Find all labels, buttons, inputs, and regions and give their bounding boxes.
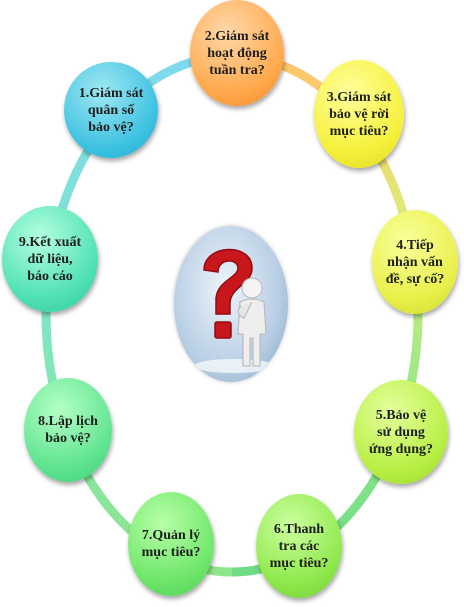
node-item-8: 8.Lập lịch bảo vệ? bbox=[24, 378, 112, 482]
node-item-3: 3.Giám sát bảo vệ rời mục tiêu? bbox=[314, 60, 404, 168]
node-label-3: 3.Giám sát bảo vệ rời mục tiêu? bbox=[326, 89, 392, 139]
node-item-7: 7.Quản lý mục tiêu? bbox=[128, 492, 214, 596]
node-item-9: 9.Kết xuất dữ liệu, báo cáo bbox=[2, 206, 98, 312]
node-label-8: 8.Lập lịch bảo vệ? bbox=[38, 414, 98, 446]
node-label-4: 4.Tiếp nhận vấn đề, sự cố? bbox=[385, 237, 445, 287]
node-label-2: 2.Giám sát hoạt động tuần tra? bbox=[204, 28, 270, 78]
node-label-9: 9.Kết xuất dữ liệu, báo cáo bbox=[18, 234, 82, 284]
node-item-2: 2.Giám sát hoạt động tuần tra? bbox=[190, 0, 284, 106]
node-item-6: 6.Thanh tra các mục tiêu? bbox=[256, 494, 342, 598]
node-item-5: 5.Bảo vệ sử dụng ứng dụng? bbox=[354, 380, 448, 484]
node-item-4: 4.Tiếp nhận vấn đề, sự cố? bbox=[372, 210, 458, 314]
node-label-1: 1.Giám sát quân số bảo vệ? bbox=[78, 85, 144, 135]
question-person-icon bbox=[174, 226, 288, 382]
node-label-7: 7.Quản lý mục tiêu? bbox=[141, 528, 201, 560]
node-item-1: 1.Giám sát quân số bảo vệ? bbox=[64, 62, 158, 158]
node-label-6: 6.Thanh tra các mục tiêu? bbox=[269, 521, 329, 571]
node-label-5: 5.Bảo vệ sử dụng ứng dụng? bbox=[368, 407, 434, 457]
